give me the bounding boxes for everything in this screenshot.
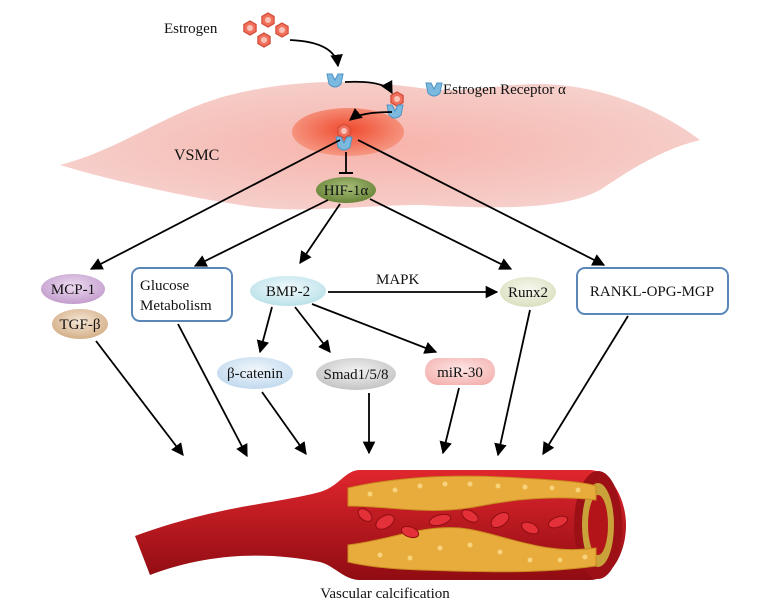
smad-label: Smad1/5/8 (323, 367, 388, 383)
arrow-rankl-vessel (542, 315, 629, 456)
mcp-node (41, 274, 105, 304)
hif-label: HIF-1α (324, 183, 369, 199)
blood-vessel-icon (135, 470, 626, 580)
tgf-label: TGF-β (60, 317, 101, 333)
hif-node (316, 177, 376, 203)
arrow-tgf-vessel (95, 340, 184, 457)
mir-label: miR-30 (437, 365, 483, 381)
rankl-label: RANKL-OPG-MGP (590, 284, 714, 300)
arrow-complex-nucleus (349, 108, 393, 121)
arrow-glucose-vessel (177, 323, 248, 458)
estrogen-label: Estrogen (164, 21, 218, 37)
mapk-label: MAPK (376, 272, 420, 288)
bmp-label: BMP-2 (266, 284, 310, 300)
catenin-label: β-catenin (227, 366, 283, 382)
tgf-node (52, 309, 108, 339)
receptor-label: Estrogen Receptor α (443, 82, 566, 98)
arrow-catenin-vessel (261, 391, 307, 456)
cell-label: VSMC (174, 147, 219, 164)
catenin-node (217, 357, 293, 389)
arrow-hif-glucose (193, 199, 329, 267)
arrow-bmp-smad (294, 306, 331, 353)
arrow-bmp-catenin (256, 306, 273, 354)
estrogen-molecules-icon (243, 12, 289, 48)
glucose-label-line2: Metabolism (140, 298, 212, 314)
caption-label: Vascular calcification (320, 586, 450, 602)
glucose-box (131, 267, 233, 322)
nuclear-estrogen-complex-icon (335, 123, 353, 151)
runx-node (500, 277, 556, 307)
arrow-bmp-mir (311, 303, 438, 354)
arrow-to-mcp (89, 139, 341, 270)
arrow-mir-vessel (439, 387, 460, 455)
arrow-hif-runx (369, 198, 513, 270)
rankl-box (576, 267, 729, 315)
runx-label: Runx2 (508, 285, 548, 301)
arrow-to-rankl (357, 139, 606, 266)
smad-node (316, 358, 396, 390)
arrow-hif-bmp (299, 203, 341, 265)
arrow-receptor-complex (344, 80, 393, 95)
glucose-label-line1: Glucose (140, 278, 189, 294)
arrow-runx-vessel (494, 309, 531, 457)
mcp-label: MCP-1 (51, 282, 95, 298)
arrow-estrogen-receptor (289, 39, 343, 68)
bmp-node (250, 276, 326, 306)
mir-node (425, 358, 495, 385)
